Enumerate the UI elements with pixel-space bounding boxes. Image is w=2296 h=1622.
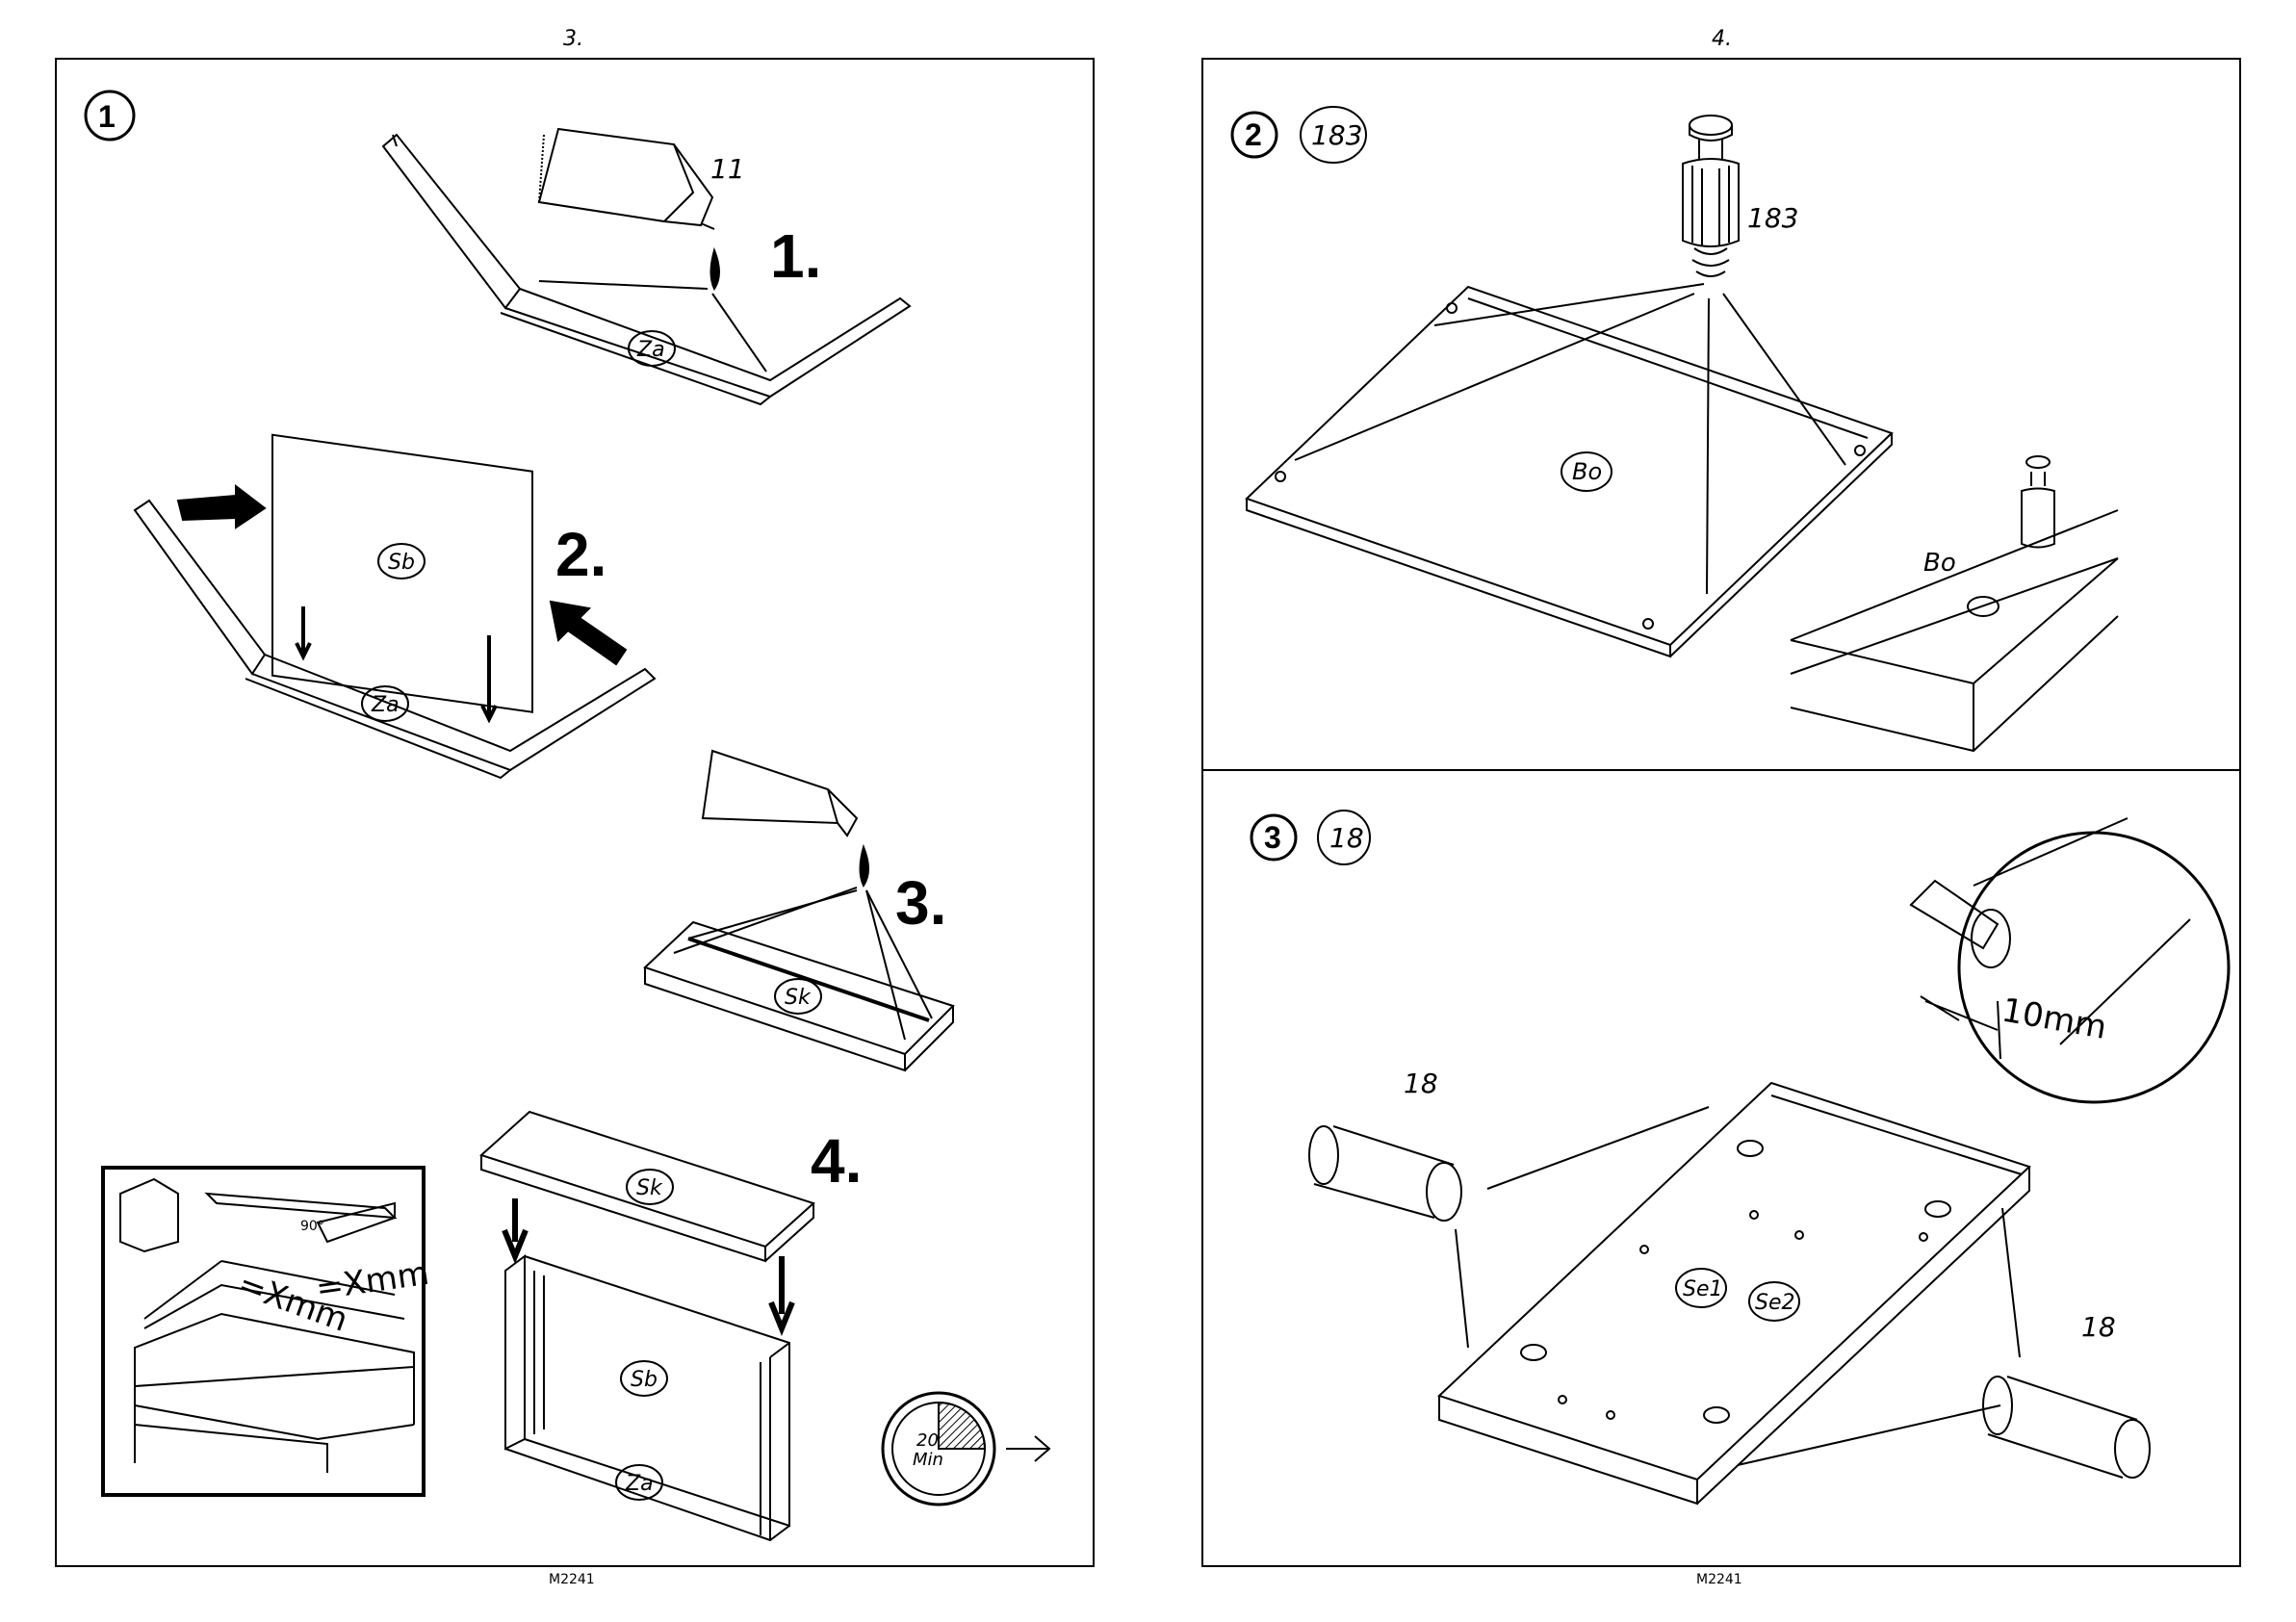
inset-drawing: [120, 1179, 414, 1473]
part-label-sk-3: Sk: [785, 986, 812, 1010]
panel-label-se1: Se1: [1683, 1277, 1723, 1301]
panel-label-se2: Se2: [1755, 1291, 1795, 1315]
cam-fitting-183: [1683, 116, 1739, 276]
glue-tube-1: [539, 129, 714, 229]
glue-drop-1: [711, 250, 720, 289]
part-label-za-1: Za: [636, 338, 665, 362]
step2-count: 183: [1311, 119, 1362, 151]
part-label-za-2: Za: [371, 693, 400, 717]
step3-count: 18: [1329, 822, 1364, 854]
part-label-sb-2: Sb: [388, 551, 415, 575]
substep-2: 2.: [555, 520, 606, 589]
dowel-left: [1309, 1126, 1461, 1221]
dowel-right: [1983, 1377, 2150, 1478]
substep-1: 1.: [770, 221, 821, 291]
part-label-sk-4: Sk: [636, 1176, 663, 1200]
step2-number: 2: [1245, 117, 1262, 152]
substep-4: 4.: [811, 1126, 862, 1196]
detail-label-bo: Bo: [1923, 549, 1956, 578]
arrow-insert-right: [551, 602, 626, 664]
inset-angle: 90°: [300, 1219, 324, 1234]
cam-fitting-small: [2022, 456, 2054, 548]
dowel-label-left: 18: [1404, 1068, 1438, 1099]
glue-label: 11: [710, 153, 745, 185]
box-assembled-4: [505, 1256, 789, 1540]
detail-circle: [1959, 833, 2229, 1102]
glue-drop-3: [861, 847, 869, 886]
detail-bo: [1791, 510, 2118, 751]
timer-unit: Min: [913, 1450, 943, 1470]
timer-value: 20: [916, 1430, 939, 1451]
fitting-label: 183: [1747, 202, 1798, 234]
inset-measure-right: =Xmm: [314, 1254, 431, 1308]
part-label-za-4: Za: [625, 1472, 654, 1496]
dowel-label-right: 18: [2081, 1311, 2116, 1343]
part-label-sb-4: Sb: [631, 1368, 658, 1392]
panel-se: [1439, 1083, 2029, 1504]
glue-tube-3: [703, 751, 857, 836]
next-arrow-icon: [1006, 1436, 1049, 1461]
step1-number: 1: [98, 99, 116, 134]
detail-measure: 10mm: [1999, 991, 2109, 1046]
frame-open-1: [383, 135, 910, 404]
panel-bo: [1247, 287, 1892, 657]
step3-number: 3: [1264, 820, 1281, 855]
substep-3: 3.: [895, 868, 946, 938]
panel-label-bo: Bo: [1572, 458, 1602, 485]
arrow-insert-left: [178, 486, 265, 528]
